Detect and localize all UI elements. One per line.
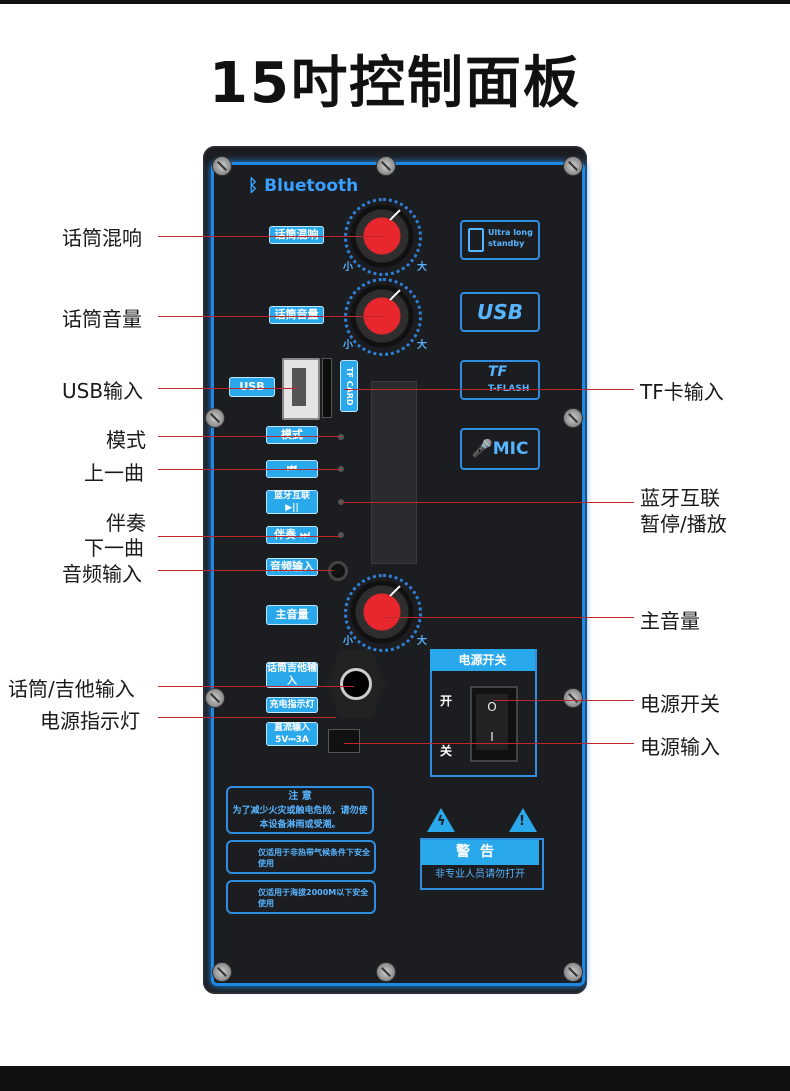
knob-scale: [344, 198, 422, 276]
next-track-button[interactable]: 伴奏 ⏭: [266, 526, 318, 544]
callout-line: [344, 743, 634, 744]
tf-icon: TF: [488, 364, 508, 380]
callout-line: [158, 570, 334, 571]
battery-standby-badge: Ultra long standby: [460, 220, 540, 260]
label-accompaniment: 伴奏: [106, 511, 146, 535]
warning-subtitle: 非专业人员请勿打开: [435, 869, 525, 880]
lightning-warning-icon: ϟ: [427, 808, 455, 832]
panel-frame: [211, 162, 585, 986]
callout-line: [384, 617, 634, 618]
tf-card-label: TF CARD: [340, 360, 358, 412]
screw-icon: [205, 688, 225, 708]
audio-input-jack[interactable]: [328, 561, 348, 581]
power-switch-title: 电源开关: [430, 649, 535, 671]
mic-guitar-input-label: 话筒吉他输入: [266, 662, 318, 688]
screw-icon: [376, 962, 396, 982]
label-audio-input: 音频输入: [62, 562, 142, 586]
knob-max-label: 大: [417, 340, 427, 351]
mic-volume-button[interactable]: 话筒音量: [269, 306, 324, 324]
callout-line: [158, 316, 384, 317]
callout-line: [158, 469, 340, 470]
label-mic-volume: 话筒音量: [62, 307, 142, 331]
screw-icon: [563, 688, 583, 708]
mode-button[interactable]: 模式: [266, 426, 318, 444]
knob-min-label: 小: [343, 636, 353, 647]
label-mic-guitar-input: 话筒/吉他输入: [8, 677, 135, 701]
bottom-bar: [0, 1066, 790, 1091]
label-prev-track: 上一曲: [84, 461, 144, 485]
bt-led: [338, 499, 344, 505]
callout-line: [158, 686, 354, 687]
bluetooth-icon: ᛒ: [248, 176, 265, 196]
screw-icon: [205, 408, 225, 428]
top-bar: [0, 0, 790, 4]
label-power-input: 电源输入: [640, 735, 720, 759]
label-next-track: 下一曲: [84, 536, 144, 560]
bluetooth-logo: ᛒ Bluetooth: [248, 176, 359, 196]
knob-min-label: 小: [343, 262, 353, 273]
callout-line: [494, 700, 634, 701]
notice-box: 注 意 为了减少火灾或触电危险，请勿使本设备淋雨或受潮。: [226, 786, 374, 834]
tf-flash-badge: TF T-FLASH: [460, 360, 540, 400]
label-bluetooth-link: 蓝牙互联: [640, 486, 720, 510]
label-usb-input: USB输入: [62, 379, 144, 403]
climate-notice: 仅适用于非热带气候条件下安全使用: [226, 840, 376, 874]
tf-card-slot[interactable]: [322, 358, 332, 418]
knob-min-label: 小: [343, 340, 353, 351]
power-i-mark: I: [490, 730, 494, 744]
label-mode: 模式: [106, 428, 146, 452]
bt-play-pause-button[interactable]: 蓝牙互联 ▶||: [266, 490, 318, 514]
label-tf-input: TF卡输入: [640, 380, 724, 404]
callout-line: [158, 388, 298, 389]
screw-icon: [212, 962, 232, 982]
screw-icon: [212, 156, 232, 176]
screw-icon: [376, 156, 396, 176]
screw-icon: [563, 408, 583, 428]
main-volume-knob[interactable]: [348, 578, 416, 646]
knob-max-label: 大: [417, 262, 427, 273]
page-title: 15吋控制面板: [209, 51, 581, 116]
callout-line: [158, 536, 340, 537]
power-on-label: 开: [440, 694, 453, 708]
callout-line: [158, 236, 384, 237]
mic-reverb-button[interactable]: 话筒混响: [269, 226, 324, 244]
usb-badge: USB: [460, 292, 540, 332]
power-led-label: 充电指示灯: [266, 697, 318, 713]
audio-input-button[interactable]: 音频输入: [266, 558, 318, 576]
knob-max-label: 大: [417, 636, 427, 647]
power-off-label: 关: [440, 744, 453, 758]
power-rocker-face: O I: [476, 694, 508, 750]
prev-led: [338, 466, 344, 472]
label-power-switch: 电源开关: [640, 692, 720, 716]
callout-line: [344, 389, 634, 390]
screw-icon: [563, 156, 583, 176]
dc-input-label: 直流输入 5V⎓3A: [266, 722, 318, 746]
main-volume-button[interactable]: 主音量: [266, 605, 318, 625]
mode-led: [338, 434, 344, 440]
power-o-mark: O: [487, 700, 497, 714]
microphone-icon: 🎤: [471, 439, 493, 459]
battery-icon: [468, 228, 484, 252]
callout-line: [158, 717, 336, 718]
label-pause-play: 暂停/播放: [640, 512, 727, 536]
mic-guitar-jack[interactable]: [326, 650, 386, 718]
usb-button[interactable]: USB: [229, 377, 275, 397]
knob-scale: [344, 278, 422, 356]
knob-scale: [344, 574, 422, 652]
mic-badge: 🎤MIC: [460, 428, 540, 470]
display-window: [371, 381, 417, 564]
callout-line: [158, 436, 340, 437]
callout-line: [342, 502, 634, 503]
screw-icon: [563, 962, 583, 982]
exclamation-warning-icon: !: [509, 808, 537, 832]
altitude-notice: 仅适用于海拔2000M以下安全使用: [226, 880, 376, 914]
label-main-volume: 主音量: [640, 609, 700, 633]
next-led: [338, 532, 344, 538]
usb-port[interactable]: [282, 358, 320, 420]
label-power-led: 电源指示灯: [40, 709, 140, 733]
dc-power-jack[interactable]: [328, 729, 360, 753]
warning-title: 警告: [421, 840, 539, 865]
label-mic-reverb: 话筒混响: [62, 226, 142, 250]
